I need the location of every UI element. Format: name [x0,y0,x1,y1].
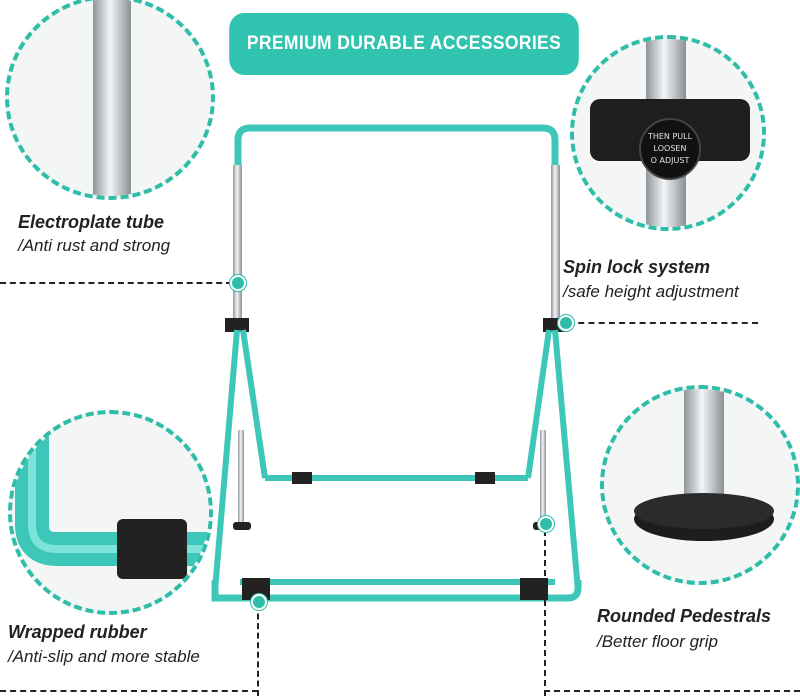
left-chrome-upright [233,165,242,320]
leader-wrapped-rubber-h [0,690,258,692]
dot-electroplate [230,275,246,291]
electroplate-title: Electroplate tube [18,212,165,232]
dot-spin-lock [558,315,574,331]
wrapped-rubber-bubble [8,410,213,615]
leader-pedestals-h [544,690,800,692]
wrapped-rubber-title: Wrapped rubber [8,622,147,642]
electroplate-tube-bubble [5,0,215,200]
leader-wrapped-rubber [257,604,259,696]
pedestals-subtitle: /Better floor grip [597,632,718,651]
knob [639,118,701,180]
knob-text-2: LOOSEN [654,144,687,153]
pedestal-bubble [600,385,800,585]
dot-pedestals [538,516,554,532]
right-chrome-upright [551,165,560,320]
header-banner: PREMIUM DURABLE ACCESSORIES [229,13,579,75]
top-bar [234,124,559,165]
base-frame [211,580,582,602]
leader-electroplate [0,282,232,284]
knob-text-3: O ADJUST [651,156,690,165]
banner-title: PREMIUM DURABLE ACCESSORIES [246,33,562,54]
electroplate-subtitle: /Anti rust and strong [18,236,171,255]
left-lock-block [225,318,249,332]
pedestals-title: Rounded Pedestrals [597,606,772,626]
spin-lock-title: Spin lock system [563,257,711,277]
wrapped-rubber-subtitle: /Anti-slip and more stable [8,647,200,666]
spin-lock-subtitle: /safe height adjustment [563,282,739,301]
dot-wrapped-rubber [251,594,267,610]
leader-spin-lock [568,322,758,324]
knob-text-1: THEN PULL [647,132,693,141]
leader-pedestals [544,530,546,696]
spin-lock-bubble: THEN PULL LOOSEN O ADJUST [570,35,766,231]
